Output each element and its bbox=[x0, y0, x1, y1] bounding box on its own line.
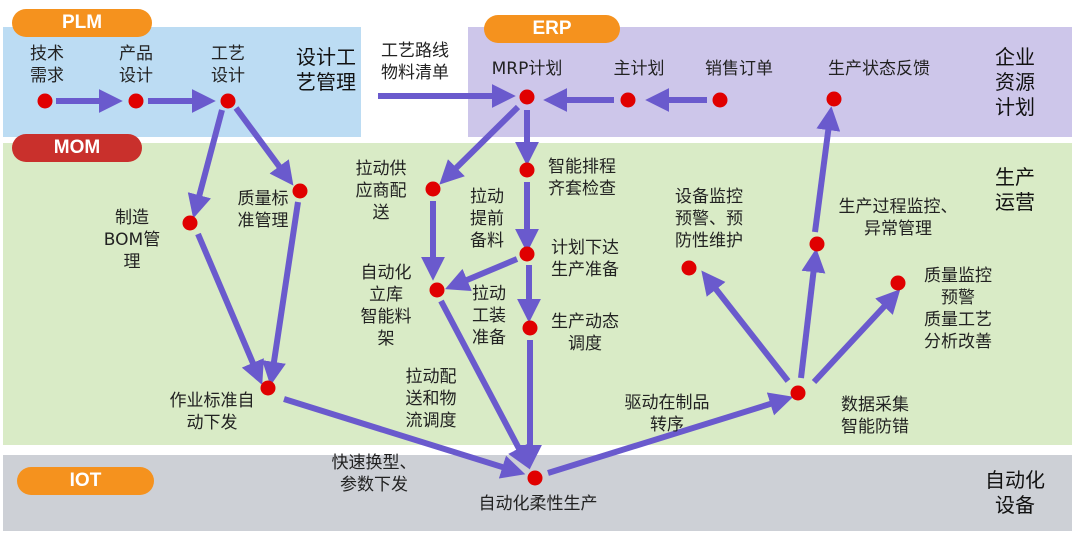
node-mfg-bom bbox=[182, 215, 198, 231]
label-quality-std: 质量标 准管理 bbox=[237, 189, 289, 231]
arrow bbox=[811, 289, 901, 385]
label-wip-transfer: 驱动在制品 转序 bbox=[624, 393, 710, 435]
label-flex-prod: 自动化柔性生产 bbox=[478, 494, 598, 514]
label-mfg-bom: 制造 BOM管 理 bbox=[103, 208, 161, 272]
node-auto-warehouse bbox=[429, 282, 445, 298]
node-dispatch bbox=[522, 320, 538, 336]
arrow bbox=[445, 256, 519, 291]
plm-band bbox=[3, 27, 361, 137]
label-plan-release: 计划下达 生产准备 bbox=[551, 238, 619, 280]
label-data-collect: 数据采集 智能防错 bbox=[841, 395, 909, 437]
label-route-bom: 工艺路线 物料清单 bbox=[381, 41, 449, 83]
label-pull-supplier: 拉动供 应商配 送 bbox=[355, 159, 407, 223]
label-prod-feedback: 生产状态反馈 bbox=[828, 59, 930, 79]
node-pull-supplier bbox=[425, 181, 441, 197]
arrow bbox=[195, 232, 264, 385]
node-quality-monitor bbox=[890, 275, 906, 291]
mom-section-title: 生产 运营 bbox=[995, 165, 1035, 214]
arrow bbox=[439, 104, 521, 185]
iot-section-title: 自动化 设备 bbox=[985, 468, 1045, 517]
arrow bbox=[262, 201, 301, 386]
arrow bbox=[187, 109, 225, 219]
iot-tag: IOT bbox=[17, 467, 154, 495]
label-product-design: 产品 设计 bbox=[119, 44, 153, 86]
label-pull-prepare: 拉动 提前 备料 bbox=[470, 187, 504, 251]
label-pull-delivery: 拉动配 送和物 流调度 bbox=[405, 367, 457, 431]
arrow bbox=[812, 106, 841, 233]
label-process-design: 工艺 设计 bbox=[211, 44, 245, 86]
node-work-std bbox=[260, 380, 276, 396]
label-smart-schedule: 智能排程 齐套检查 bbox=[548, 157, 616, 199]
node-data-collect bbox=[790, 385, 806, 401]
node-process-monitor bbox=[809, 236, 825, 252]
plm-tag: PLM bbox=[12, 9, 152, 37]
erp-tag: ERP bbox=[484, 15, 620, 43]
arrow bbox=[283, 396, 526, 479]
label-equip-monitor: 设备监控 预警、预 防性维护 bbox=[675, 187, 743, 251]
label-sales-order: 销售订单 bbox=[705, 59, 773, 79]
arrow bbox=[547, 392, 794, 476]
erp-section-title: 企业 资源 计划 bbox=[995, 45, 1035, 119]
label-tech-req: 技术 需求 bbox=[30, 44, 64, 86]
arrow bbox=[798, 248, 826, 379]
mom-tag: MOM bbox=[12, 134, 142, 162]
node-prod-feedback bbox=[826, 91, 842, 107]
node-plan-release bbox=[519, 246, 535, 262]
node-equip-monitor bbox=[681, 260, 697, 276]
label-quick-change: 快速换型、 参数下发 bbox=[331, 453, 417, 495]
plm-section-title: 设计工 艺管理 bbox=[296, 45, 356, 94]
label-process-monitor: 生产过程监控、 异常管理 bbox=[838, 197, 958, 239]
node-tech-req bbox=[37, 93, 53, 109]
node-mrp bbox=[519, 89, 535, 105]
arrow bbox=[701, 270, 791, 383]
node-quality-std bbox=[292, 183, 308, 199]
label-pull-tooling: 拉动 工装 准备 bbox=[472, 284, 506, 348]
node-product-design bbox=[128, 93, 144, 109]
arrow bbox=[438, 299, 531, 470]
label-work-std: 作业标准自 动下发 bbox=[169, 391, 255, 433]
node-master-plan bbox=[620, 92, 636, 108]
label-auto-warehouse: 自动化 立库 智能料 架 bbox=[360, 263, 412, 349]
arrow bbox=[233, 106, 294, 186]
erp-band bbox=[468, 27, 1072, 137]
node-process-design bbox=[220, 93, 236, 109]
node-smart-schedule bbox=[519, 162, 535, 178]
node-flex-prod bbox=[527, 470, 543, 486]
node-sales-order bbox=[712, 92, 728, 108]
label-master-plan: 主计划 bbox=[613, 59, 665, 79]
label-quality-monitor: 质量监控 预警 质量工艺 分析改善 bbox=[924, 266, 992, 352]
label-mrp: MRP计划 bbox=[491, 59, 563, 79]
label-dispatch: 生产动态 调度 bbox=[551, 312, 619, 354]
